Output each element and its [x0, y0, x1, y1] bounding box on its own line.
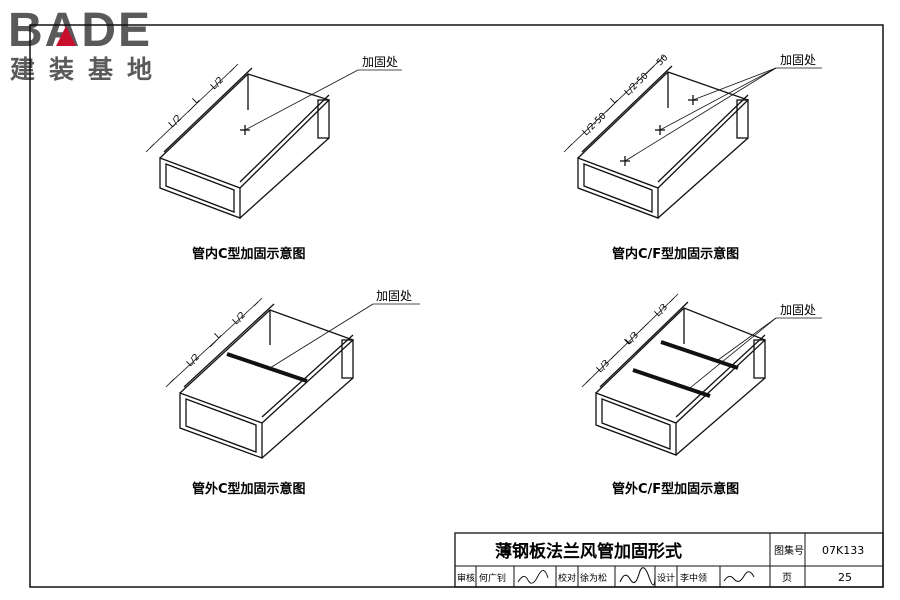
figure-inner-c: [145, 63, 402, 219]
title-block: [454, 532, 884, 588]
title-block-atlas-label: 图集号: [774, 544, 804, 557]
figure-outer-c: [165, 297, 420, 459]
figure-outer-cf-dim-l: L: [623, 336, 634, 347]
figure-inner-c-dim-half-a: L/2: [167, 113, 184, 130]
figure-inner-cf-leader: 加固处: [780, 53, 816, 67]
sign-name-proofread: 徐为松: [580, 572, 607, 584]
sign-label-review: 审核: [457, 572, 475, 584]
figure-inner-c-caption: 管内C型加固示意图: [192, 246, 306, 262]
sign-name-design: 李中领: [680, 572, 707, 584]
figure-inner-cf-dim-offset: 50: [655, 53, 670, 68]
logo-brand-text: BADE: [8, 4, 152, 57]
figure-outer-c-dim-l: L: [213, 330, 224, 341]
title-block-page-label: 页: [782, 572, 792, 584]
figure-outer-cf-dim-third-c: L/3: [653, 302, 670, 319]
logo-red-accent: [56, 26, 76, 46]
sign-label-proofread: 校对: [558, 572, 576, 584]
figure-outer-c-leader: 加固处: [376, 289, 412, 303]
title-block-title: 薄钢板法兰风管加固形式: [495, 541, 682, 562]
figure-outer-cf-leader: 加固处: [780, 303, 816, 317]
figure-outer-c-caption: 管外C型加固示意图: [192, 481, 306, 497]
figure-inner-c-dim-l: L: [191, 95, 202, 106]
figure-outer-cf-dim-third-a: L/3: [595, 358, 612, 375]
figure-outer-cf: [581, 293, 822, 456]
title-block-page-number: 25: [838, 571, 852, 584]
figure-inner-cf-dim-half-a: L/2-50: [581, 111, 609, 138]
figure-inner-cf-caption: 管内C/F型加固示意图: [612, 246, 739, 262]
figure-inner-cf: [563, 55, 822, 219]
brand-logo: BADE 建装基地: [8, 4, 166, 84]
title-block-atlas-number: 07K133: [822, 544, 864, 557]
figure-outer-cf-caption: 管外C/F型加固示意图: [612, 481, 739, 497]
logo-subtitle-text: 建装基地: [10, 55, 166, 84]
figure-inner-cf-dim-half-b: L/2-50: [623, 71, 651, 98]
sign-label-design: 设计: [657, 572, 675, 584]
figure-inner-c-leader: 加固处: [362, 55, 398, 69]
sheet-border: [29, 24, 884, 588]
figure-inner-cf-dim-l: L: [609, 95, 620, 106]
sign-name-review: 何广钊: [479, 572, 506, 584]
